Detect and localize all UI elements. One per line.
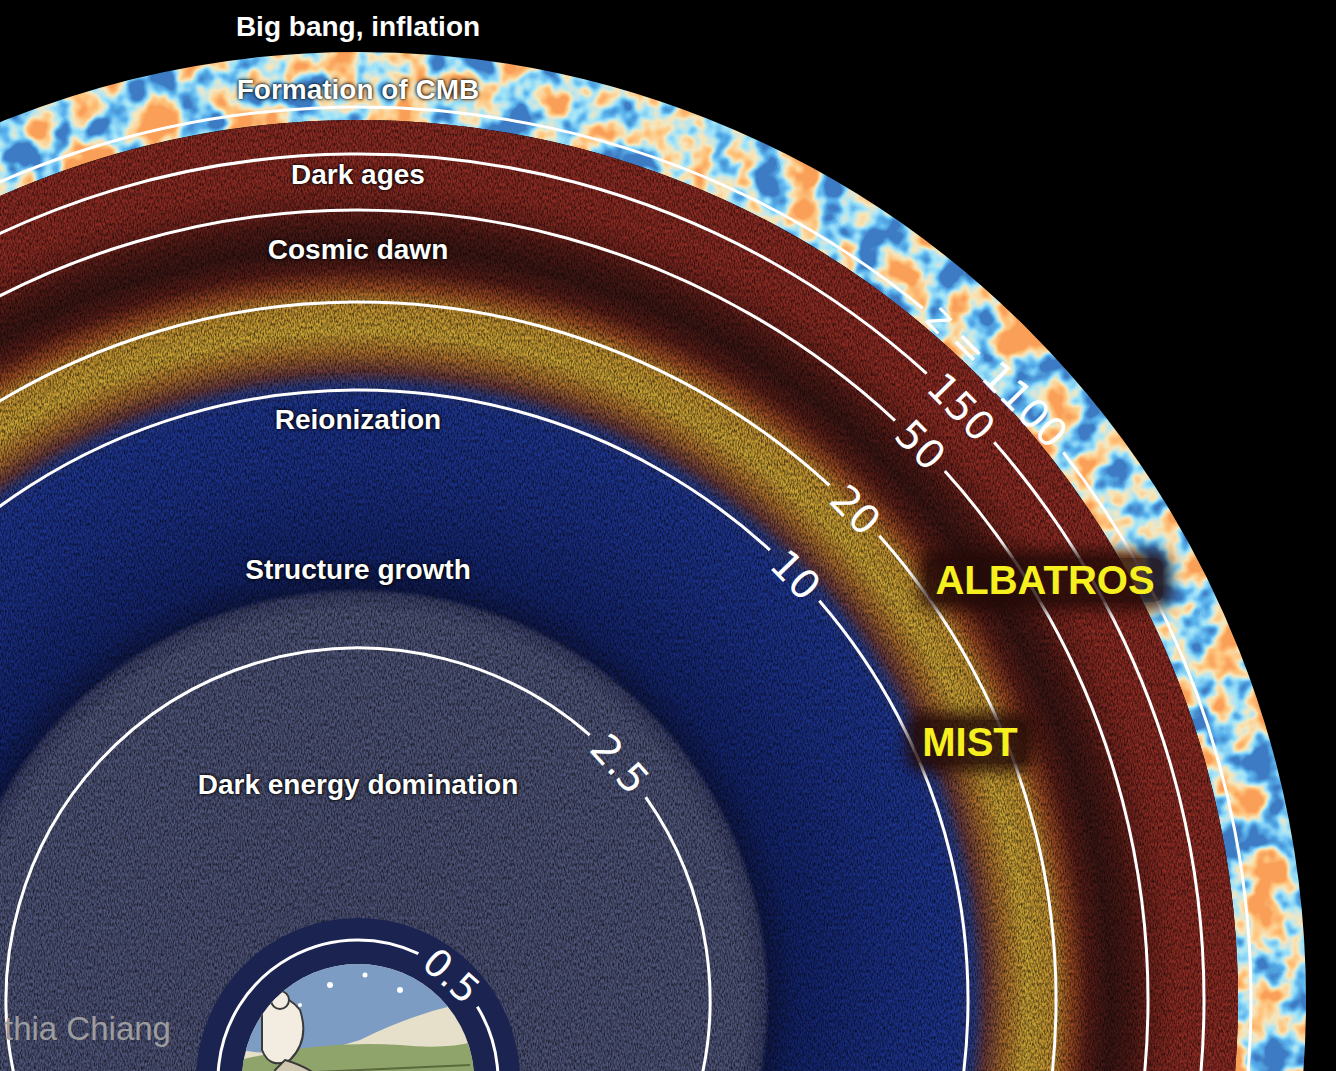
epoch-label: Formation of CMB	[237, 76, 480, 104]
redshift-ring	[0, 210, 1148, 1071]
redshift-ring	[0, 390, 968, 1071]
epoch-label: Dark ages	[291, 161, 425, 189]
epoch-label: Structure growth	[245, 556, 471, 584]
epoch-label: Dark energy domination	[198, 771, 519, 799]
watermark: thia Chiang	[4, 1012, 171, 1045]
redshift-ring	[6, 648, 710, 1071]
redshift-ring	[0, 154, 1204, 1071]
epoch-label: Reionization	[275, 406, 441, 434]
redshift-ring	[0, 107, 1251, 1071]
experiment-label: MIST	[914, 720, 1026, 764]
redshift-ring	[0, 302, 1056, 1071]
experiment-label: ALBATROS	[927, 558, 1162, 602]
epoch-label: Big bang, inflation	[236, 13, 480, 41]
epoch-label: Cosmic dawn	[268, 236, 448, 264]
redshift-ring	[218, 940, 498, 1071]
